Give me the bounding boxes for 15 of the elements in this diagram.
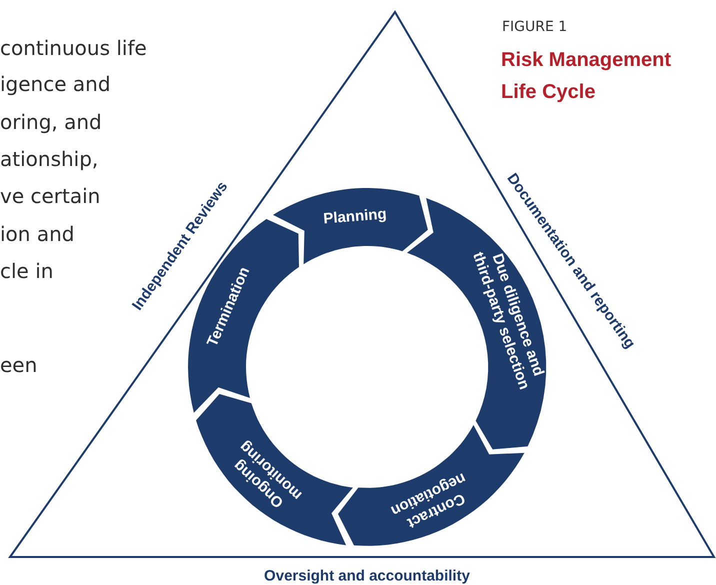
figure-title: Risk Management Life Cycle (501, 48, 672, 105)
arrow-segment (338, 425, 524, 546)
body-text-line: cle in (0, 261, 54, 281)
arrow-segment (196, 394, 353, 545)
body-text-line: igence and (0, 74, 111, 94)
body-text-line: oring, and (0, 112, 102, 132)
stage-label: Planning (322, 204, 388, 230)
body-text-line: continuous life (0, 38, 147, 58)
body-text-line: ve certain (0, 186, 100, 206)
side-label: Oversight and accountability (264, 568, 470, 584)
figure-number: FIGURE 1 (502, 19, 568, 35)
body-text-line: ationship, (0, 149, 98, 169)
body-text-line: ion and (0, 224, 74, 244)
arrow-segment (272, 188, 428, 264)
body-text-line: een (0, 355, 38, 375)
